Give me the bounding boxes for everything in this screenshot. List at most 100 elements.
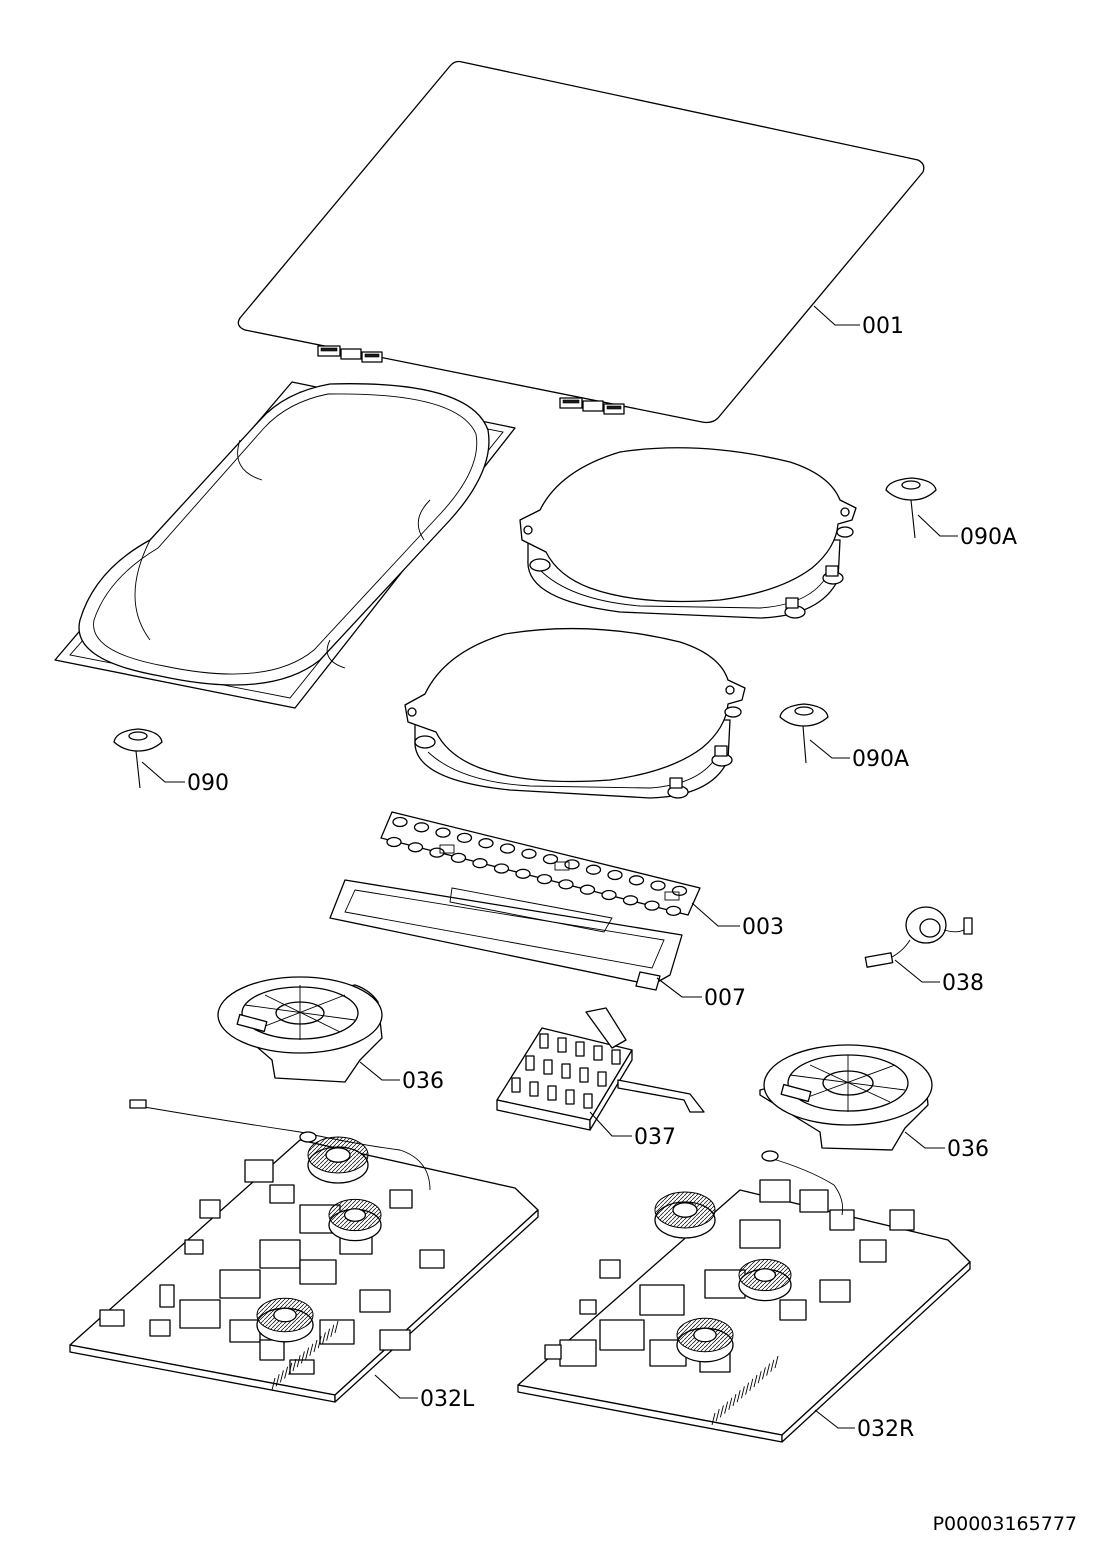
toroid-core: [273, 1307, 297, 1323]
board-component: [559, 1339, 597, 1367]
touch-key: [521, 848, 537, 859]
touch-key: [650, 880, 666, 891]
touch-key: [585, 864, 602, 875]
board-component: [739, 1219, 781, 1249]
leader-032L: [374, 1374, 418, 1399]
bridge-induction-coil: [54, 381, 516, 709]
board-component: [379, 1329, 411, 1351]
label-032L: 032L: [420, 1387, 475, 1412]
top-clip-left: [317, 345, 383, 363]
top-clip-right: [559, 397, 625, 415]
leader-036-left: [359, 1061, 400, 1081]
leader-037: [589, 1111, 632, 1137]
label-090A-middle: 090A: [852, 747, 909, 772]
toroid-core: [693, 1327, 717, 1343]
ferrite-cable: [864, 906, 973, 968]
toroid-core: [672, 1202, 698, 1218]
leader-090A-top: [917, 514, 958, 537]
touch-keys: [386, 816, 688, 917]
board-component: [599, 1319, 645, 1351]
power-board-left: [69, 1099, 539, 1403]
terminal-pin: [557, 1037, 567, 1053]
board-component: [759, 1179, 791, 1203]
label-090: 090: [187, 771, 229, 796]
induction-coil-upper: [519, 447, 857, 619]
terminal-pin: [547, 1085, 557, 1101]
control-board-frame: [329, 879, 683, 991]
document-id: P00003165777: [933, 1513, 1077, 1535]
label-032R: 032R: [857, 1417, 914, 1442]
label-036-left: 036: [402, 1069, 444, 1094]
label-090A-top: 090A: [960, 525, 1017, 550]
label-038: 038: [942, 971, 984, 996]
board-component: [359, 1289, 391, 1313]
leader-001: [813, 305, 860, 326]
touch-key: [515, 868, 531, 879]
terminal-pins: [511, 1033, 621, 1109]
toroid-core: [753, 1268, 777, 1282]
touch-key: [665, 905, 682, 917]
terminal-pin: [561, 1063, 571, 1079]
board-component: [799, 1189, 829, 1213]
terminal-pin: [611, 1049, 621, 1065]
induction-coil-lower: [404, 627, 746, 799]
touch-key: [472, 858, 488, 869]
board-component: [219, 1269, 261, 1299]
leader-032R: [814, 1409, 855, 1429]
board-component: [179, 1299, 221, 1329]
touch-key: [644, 900, 660, 911]
label-036-right: 036: [947, 1137, 989, 1162]
board-component: [244, 1159, 274, 1183]
board-component: [889, 1209, 915, 1231]
display-digit: [664, 891, 680, 901]
board-component: [149, 1319, 171, 1337]
board-component: [259, 1339, 285, 1361]
board-component: [859, 1239, 887, 1263]
touch-key: [493, 863, 510, 874]
touch-key: [564, 859, 580, 870]
terminal-pin: [529, 1081, 539, 1097]
touch-key: [579, 884, 596, 895]
board-component: [544, 1344, 562, 1360]
board-component: [829, 1209, 855, 1231]
board-component: [639, 1284, 685, 1316]
power-board-left-components: [99, 1136, 445, 1375]
board-component: [419, 1249, 445, 1269]
terminal-pin: [593, 1045, 603, 1061]
touch-key: [536, 873, 553, 885]
terminal-block: [496, 1007, 705, 1131]
terminal-pin: [575, 1041, 585, 1057]
board-component: [579, 1299, 597, 1315]
terminal-pin: [539, 1033, 549, 1049]
touch-key: [622, 895, 639, 906]
toroid-core: [343, 1208, 367, 1222]
terminal-pin: [565, 1089, 575, 1105]
touch-control-board: [380, 811, 701, 917]
touch-key: [407, 842, 424, 853]
foot-090A-middle: [779, 703, 829, 764]
board-component: [259, 1239, 301, 1269]
touch-key: [542, 853, 559, 865]
foot-090A-top: [885, 477, 937, 539]
glass-ceramic-top: [237, 60, 925, 424]
board-component: [199, 1199, 221, 1219]
board-component: [704, 1269, 746, 1299]
terminal-pin: [583, 1093, 593, 1109]
touch-key: [435, 827, 451, 838]
cooling-fan-right: [759, 1044, 933, 1151]
touch-key: [499, 843, 516, 854]
touch-key: [558, 879, 574, 890]
terminal-pin: [597, 1071, 607, 1087]
leader-036-right: [904, 1131, 945, 1149]
board-component: [389, 1189, 413, 1209]
board-component: [229, 1319, 261, 1343]
touch-key: [386, 836, 402, 848]
leader-003: [691, 902, 740, 927]
touch-key: [456, 832, 473, 844]
touch-key: [478, 838, 494, 849]
leader-007: [656, 977, 702, 998]
label-003: 003: [742, 915, 784, 940]
display-digit: [439, 844, 455, 854]
power-board-right: [517, 1150, 971, 1443]
board-component: [159, 1284, 175, 1308]
